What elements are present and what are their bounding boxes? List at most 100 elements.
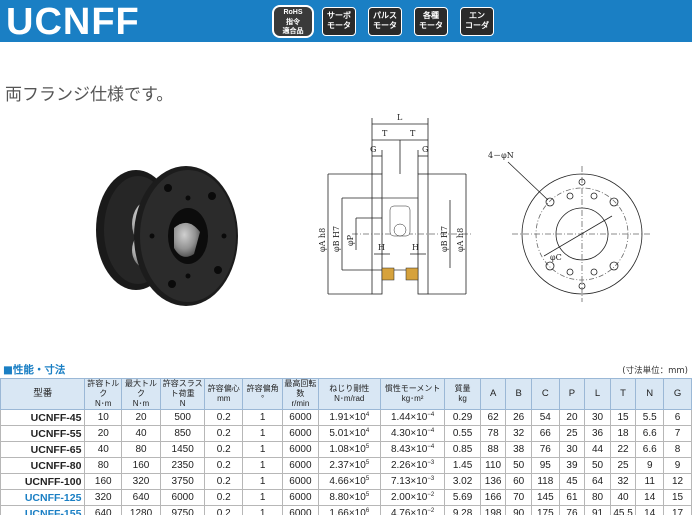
- value-mantissa: 8.43×10: [390, 444, 428, 455]
- value-mantissa: 2.37×10: [329, 460, 366, 471]
- column-header: T: [609, 378, 637, 410]
- inertia-cell: 1.44×10−4: [379, 409, 446, 426]
- rohs-line-1: RoHS: [283, 9, 303, 16]
- value-cell: 40: [84, 441, 123, 458]
- column-header-unit: r/min: [291, 399, 310, 408]
- rohs-line-2: 指令: [286, 18, 300, 26]
- column-header-unit: °: [261, 394, 265, 403]
- value-cell: 66: [530, 425, 560, 442]
- value-cell: 32: [505, 425, 532, 442]
- value-mantissa: 2.26×10: [390, 460, 428, 471]
- value-cell: 40: [609, 489, 637, 506]
- value-cell: 1: [242, 457, 284, 474]
- value-cell: 1: [242, 489, 284, 506]
- value-cell: 25: [558, 425, 586, 442]
- value-exponent: 4: [365, 428, 370, 434]
- column-header-label: 最大トルク: [125, 379, 158, 398]
- value-cell: 61: [558, 489, 586, 506]
- dim-H-left: H: [378, 243, 385, 252]
- value-cell: 3750: [159, 473, 206, 490]
- model-cell: UCNFF-155: [0, 505, 86, 515]
- stiffness-cell: 1.91×104: [317, 409, 381, 426]
- badge-servo-line-1: サーボ: [327, 11, 351, 20]
- value-cell: 6000: [282, 425, 319, 442]
- value-cell: 95: [530, 457, 560, 474]
- value-cell: 6000: [282, 505, 319, 515]
- value-cell: 2350: [159, 457, 206, 474]
- dim-G-left: G: [370, 145, 376, 154]
- value-mantissa: 1.08×10: [329, 444, 366, 455]
- value-cell: 7: [663, 425, 692, 442]
- value-cell: 0.2: [204, 409, 244, 426]
- dim-A-right: φA h8: [456, 228, 465, 252]
- model-cell: UCNFF-55: [0, 425, 86, 442]
- value-cell: 18: [609, 425, 637, 442]
- badge-pulse-line-2: モータ: [373, 21, 397, 30]
- column-header: B: [505, 378, 532, 410]
- value-cell: 26: [505, 409, 532, 426]
- value-mantissa: 2.00×10: [390, 492, 428, 503]
- model-cell: UCNFF-125: [0, 489, 86, 506]
- value-exponent: 5: [365, 444, 370, 450]
- value-mantissa: 4.30×10: [390, 428, 428, 439]
- value-cell: 40: [121, 425, 161, 442]
- value-cell: 11: [635, 473, 665, 490]
- column-header: G: [663, 378, 692, 410]
- model-cell: UCNFF-45: [0, 409, 86, 426]
- column-header-label: 許容偏心: [207, 384, 240, 393]
- column-header-unit: N: [179, 399, 186, 408]
- value-cell: 9: [663, 457, 692, 474]
- column-header-label: 許容トルク: [87, 379, 120, 398]
- value-cell: 90: [505, 505, 532, 515]
- model-cell: UCNFF-100: [0, 473, 86, 490]
- value-exponent: −4: [427, 444, 435, 450]
- value-cell: 1: [242, 473, 284, 490]
- dimension-drawing: L T T G G H H φA h8 φB H7 φP φB H7 φA h8…: [318, 113, 652, 302]
- column-header: L: [584, 378, 611, 410]
- dim-T-left: T: [382, 129, 388, 138]
- column-header-label: A: [489, 388, 497, 399]
- value-cell: 14: [635, 489, 665, 506]
- badge-pulse-motor: パルス モータ: [368, 7, 402, 36]
- value-exponent: 5: [365, 460, 370, 466]
- column-header-label: ねじり剛性: [329, 384, 370, 393]
- value-cell: 6.6: [635, 441, 665, 458]
- inertia-cell: 2.26×10−3: [379, 457, 446, 474]
- column-header-label: P: [568, 388, 576, 399]
- column-header-label: 質量: [454, 384, 471, 393]
- value-cell: 76: [558, 505, 586, 515]
- value-cell: 60: [505, 473, 532, 490]
- column-header: N: [635, 378, 665, 410]
- inertia-cell: 7.13×10−3: [379, 473, 446, 490]
- value-cell: 30: [584, 409, 611, 426]
- badge-various-line-1: 各種: [423, 11, 439, 20]
- value-cell: 1: [242, 425, 284, 442]
- badge-various-motor: 各種 モータ: [414, 7, 448, 36]
- value-cell: 1.45: [444, 457, 481, 474]
- column-header-label: 許容偏角: [246, 384, 279, 393]
- value-mantissa: 8.80×10: [329, 492, 366, 503]
- value-cell: 39: [558, 457, 586, 474]
- value-cell: 6000: [159, 489, 206, 506]
- dim-B-left: φB H7: [332, 226, 341, 252]
- column-header: C: [530, 378, 560, 410]
- value-cell: 80: [584, 489, 611, 506]
- value-cell: 50: [584, 457, 611, 474]
- value-cell: 1280: [121, 505, 161, 515]
- stiffness-cell: 5.01×104: [317, 425, 381, 442]
- column-header-label: L: [594, 388, 601, 399]
- value-cell: 20: [84, 425, 123, 442]
- value-mantissa: 5.01×10: [329, 428, 366, 439]
- inertia-cell: 4.76×10−2: [379, 505, 446, 515]
- value-cell: 45.5: [609, 505, 637, 515]
- model-cell: UCNFF-80: [0, 457, 86, 474]
- dim-N: 4－φN: [488, 151, 514, 160]
- value-cell: 9750: [159, 505, 206, 515]
- value-exponent: −4: [427, 428, 435, 434]
- value-cell: 78: [479, 425, 507, 442]
- value-mantissa: 1.44×10: [390, 412, 428, 423]
- value-cell: 10: [84, 409, 123, 426]
